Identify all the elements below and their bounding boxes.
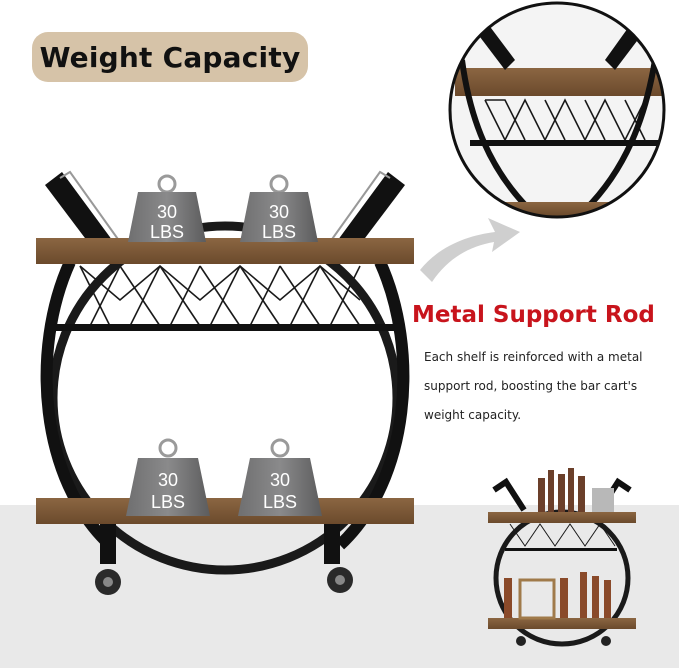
weight-capacity-badge: Weight Capacity [32,32,308,82]
weight-top-left: 30 LBS [128,174,206,242]
weight-unit: LBS [151,492,185,512]
weight-icon [270,438,290,458]
weight-icon [269,174,289,194]
metal-support-rod-description: Each shelf is reinforced with a metal su… [424,343,674,430]
zoom-support-rod [470,140,660,146]
zoom-shelf [455,68,664,96]
weight-top-right: 30 LBS [240,174,318,242]
weight-label: 30 [158,470,178,490]
weight-bottom-left: 30 LBS [126,438,210,516]
weight-unit: LBS [150,222,184,242]
metal-support-rod [52,324,397,331]
page-title: Weight Capacity [39,40,301,74]
caster-wheel-icon [95,524,353,595]
weight-icon [158,438,178,458]
bar-cart-styled-thumbnail [488,468,636,647]
wine-lattice [79,264,361,327]
curved-arrow-icon [420,218,520,282]
metal-support-rod-heading: Metal Support Rod [412,302,655,328]
weight-bottom-right: 30 LBS [238,438,322,516]
zoom-circle [448,1,666,219]
description-line: Each shelf is reinforced with a metal [424,350,643,364]
weight-label: 30 [270,470,290,490]
bar-cart-main [36,170,414,595]
weight-label: 30 [269,202,289,222]
weight-unit: LBS [263,492,297,512]
description-line: weight capacity. [424,408,522,422]
weight-icon [157,174,177,194]
cart-handle-left [45,172,118,258]
description-line: support rod, boosting the bar cart's [424,379,638,393]
weight-label: 30 [157,202,177,222]
shelf-bottom [36,498,414,524]
shelf-top [36,238,414,264]
cart-handle-right [332,172,405,258]
weight-unit: LBS [262,222,296,242]
